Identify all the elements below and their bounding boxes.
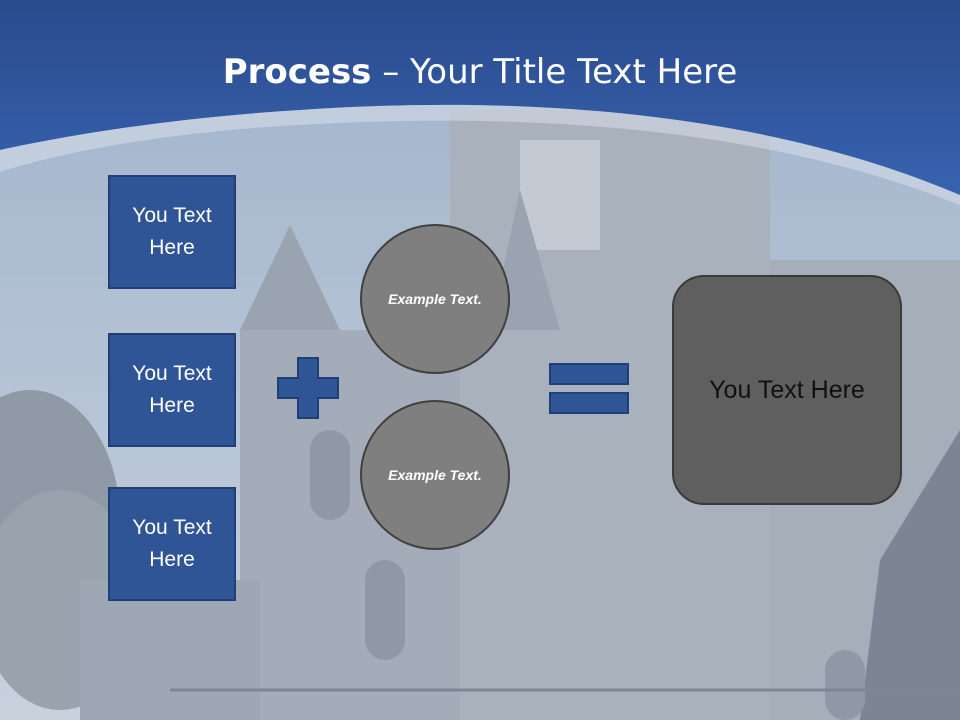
input-box-2-text: You Text Here [132, 362, 212, 417]
equals-icon [549, 363, 629, 414]
title-bold: Process [222, 52, 372, 92]
example-circle-1[interactable]: Example Text. [360, 224, 510, 374]
example-circle-2[interactable]: Example Text. [360, 400, 510, 550]
input-box-3[interactable]: You Text Here [108, 487, 236, 601]
input-box-1-text: You Text Here [132, 204, 212, 259]
plus-icon [277, 357, 339, 419]
input-box-2[interactable]: You Text Here [108, 333, 236, 447]
example-circle-2-text: Example Text. [388, 466, 482, 483]
example-circle-1-text: Example Text. [388, 290, 482, 307]
input-box-1[interactable]: You Text Here [108, 175, 236, 289]
result-box-text: You Text Here [709, 375, 865, 404]
slide-title: Process – Your Title Text Here [0, 52, 960, 92]
result-box[interactable]: You Text Here [672, 275, 902, 505]
title-rest: – Your Title Text Here [371, 52, 738, 92]
input-box-3-text: You Text Here [132, 516, 212, 571]
